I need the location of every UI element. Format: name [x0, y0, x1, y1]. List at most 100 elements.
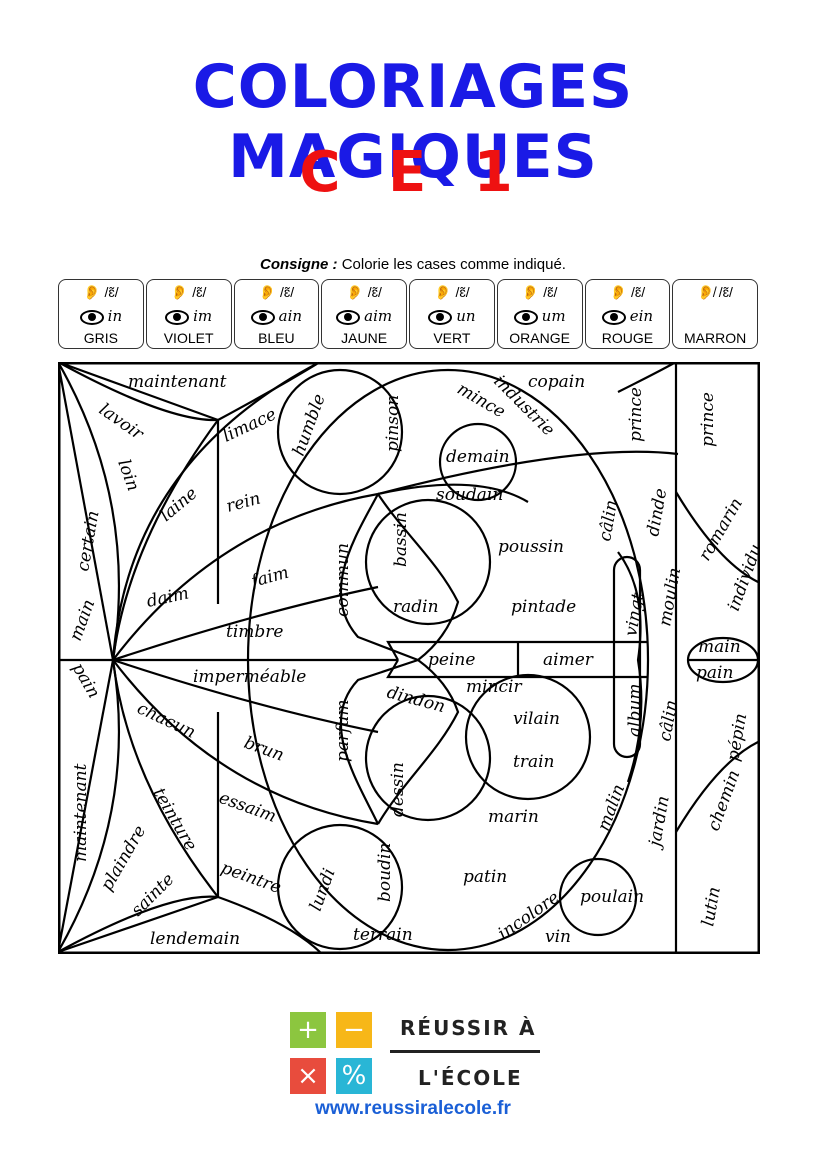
ear-icon: 👂 /ɛ̃/: [346, 284, 382, 300]
eye-icon: [513, 309, 538, 325]
region-word: daim: [145, 583, 191, 611]
region-word: poulain: [580, 887, 644, 907]
legend-color: VIOLET: [163, 330, 214, 346]
region-word: prince: [626, 387, 646, 442]
eye-icon: [428, 309, 453, 325]
plus-icon: +: [290, 1012, 326, 1048]
region-outlines: [58, 362, 760, 954]
legend-cell-orange: 👂 /ɛ̃/ um ORANGE: [496, 279, 583, 349]
region-word: lendemain: [150, 929, 240, 949]
legend-spelling: ain: [278, 307, 303, 325]
region-word: câlin: [595, 499, 622, 543]
legend-color: VERT: [433, 330, 471, 346]
region-word: limace: [220, 404, 280, 446]
region-word: lavoir: [95, 400, 147, 445]
ear-icon: 👂 /ɛ̃/: [609, 284, 646, 300]
legend-color: JAUNE: [341, 330, 388, 346]
instruction-text: Colorie les cases comme indiqué.: [341, 256, 566, 273]
region-word: peintre: [218, 858, 283, 898]
legend-spelling: un: [456, 307, 476, 325]
region-word: boudin: [375, 843, 395, 902]
eye-icon: [79, 309, 104, 325]
region-word: marin: [488, 807, 539, 827]
region-word: timbre: [226, 622, 283, 642]
legend-spelling: im: [193, 307, 213, 325]
region-word: chemin: [704, 768, 744, 834]
region-word: certain: [73, 509, 103, 573]
region-word: câlin: [655, 699, 682, 743]
region-word: teinture: [149, 785, 201, 855]
region-word: vilain: [513, 709, 560, 729]
region-word: maintenant: [128, 372, 227, 392]
region-word: dinde: [643, 487, 671, 538]
legend-cell-jaune: 👂 /ɛ̃/ aim JAUNE: [321, 279, 407, 349]
legend-cell-gris: 👂 /ɛ̃/ in GRIS: [58, 279, 144, 349]
minus-icon: −: [336, 1012, 372, 1048]
times-icon: ×: [290, 1058, 326, 1094]
region-word: imperméable: [193, 667, 306, 687]
region-word: main: [66, 597, 99, 644]
page-title: COLORIAGES MAGIQUES: [192, 52, 634, 192]
crossed-ear-icon: 👂̸ /ɛ̃/: [697, 284, 733, 300]
brand-divider: [390, 1050, 540, 1053]
legend-color: ORANGE: [509, 330, 570, 346]
brand-name-line1: RÉUSSIR À: [400, 1016, 537, 1040]
region-word: lutin: [698, 885, 725, 927]
legend-spelling: um: [541, 307, 566, 325]
region-word: moulin: [655, 566, 685, 628]
legend-spelling: ein: [629, 307, 654, 325]
legend-color: BLEU: [258, 330, 295, 346]
website-link[interactable]: www.reussiralecole.fr: [315, 1098, 511, 1119]
region-word: mincir: [466, 677, 522, 697]
legend-cell-bleu: 👂 /ɛ̃/ ain BLEU: [233, 279, 320, 349]
region-word: terrain: [353, 925, 413, 945]
region-word: demain: [446, 447, 510, 467]
region-word: brun: [241, 733, 286, 766]
region-word: patin: [463, 867, 507, 887]
region-word: pinson: [383, 395, 403, 452]
region-word: pain: [68, 660, 104, 702]
legend-cell-vert: 👂 /ɛ̃/ un VERT: [409, 279, 495, 349]
region-word: pépin: [723, 712, 751, 763]
region-word: malin: [594, 782, 629, 834]
legend-color: MARRON: [684, 330, 747, 346]
level-subtitle: C E 1: [299, 140, 527, 205]
region-word: prince: [698, 392, 718, 447]
region-word: bassin: [391, 512, 411, 567]
brand-name-line2: L'ÉCOLE: [418, 1066, 523, 1090]
region-word: copain: [528, 372, 585, 392]
region-word: loin: [113, 457, 143, 494]
ear-icon: 👂 /ɛ̃/: [170, 284, 207, 300]
ear-icon: 👂 /ɛ̃/: [434, 284, 470, 300]
legend-cell-rouge: 👂 /ɛ̃/ ein ROUGE: [584, 279, 671, 349]
eye-icon: [250, 309, 275, 325]
eye-icon: [336, 309, 361, 325]
region-word: album: [625, 683, 645, 737]
eye-icon: [601, 309, 626, 325]
ear-icon: 👂 /ɛ̃/: [521, 284, 558, 300]
legend-color: ROUGE: [601, 330, 654, 346]
legend-cell-violet: 👂 /ɛ̃/ im VIOLET: [145, 279, 232, 349]
region-word: poussin: [498, 537, 564, 557]
region-word: vingt: [621, 591, 648, 638]
region-word: dindon: [385, 683, 447, 718]
region-word: vin: [545, 927, 571, 947]
region-word: dessin: [388, 762, 408, 817]
region-word: chacun: [134, 698, 199, 742]
region-word: parfum: [333, 699, 353, 762]
ear-icon: 👂 /ɛ̃/: [258, 284, 295, 300]
eye-icon: [165, 309, 190, 325]
ear-icon: 👂 /ɛ̃/: [83, 284, 119, 300]
legend-color: GRIS: [83, 330, 118, 346]
region-word: plaindre: [97, 822, 150, 894]
region-word: train: [513, 752, 554, 772]
instruction-label: Consigne :: [260, 256, 338, 273]
region-word: humble: [289, 391, 330, 458]
instruction: Consigne : Colorie les cases comme indiq…: [0, 256, 826, 273]
divide-icon: %: [336, 1058, 372, 1094]
region-word: peine: [428, 650, 475, 670]
region-word: faim: [247, 563, 291, 593]
region-word: radin: [393, 597, 439, 617]
color-legend: 👂 /ɛ̃/ in GRIS 👂 /ɛ̃/ im VIOLET 👂 /ɛ̃/ a…: [58, 279, 758, 349]
legend-spelling: in: [107, 307, 123, 325]
